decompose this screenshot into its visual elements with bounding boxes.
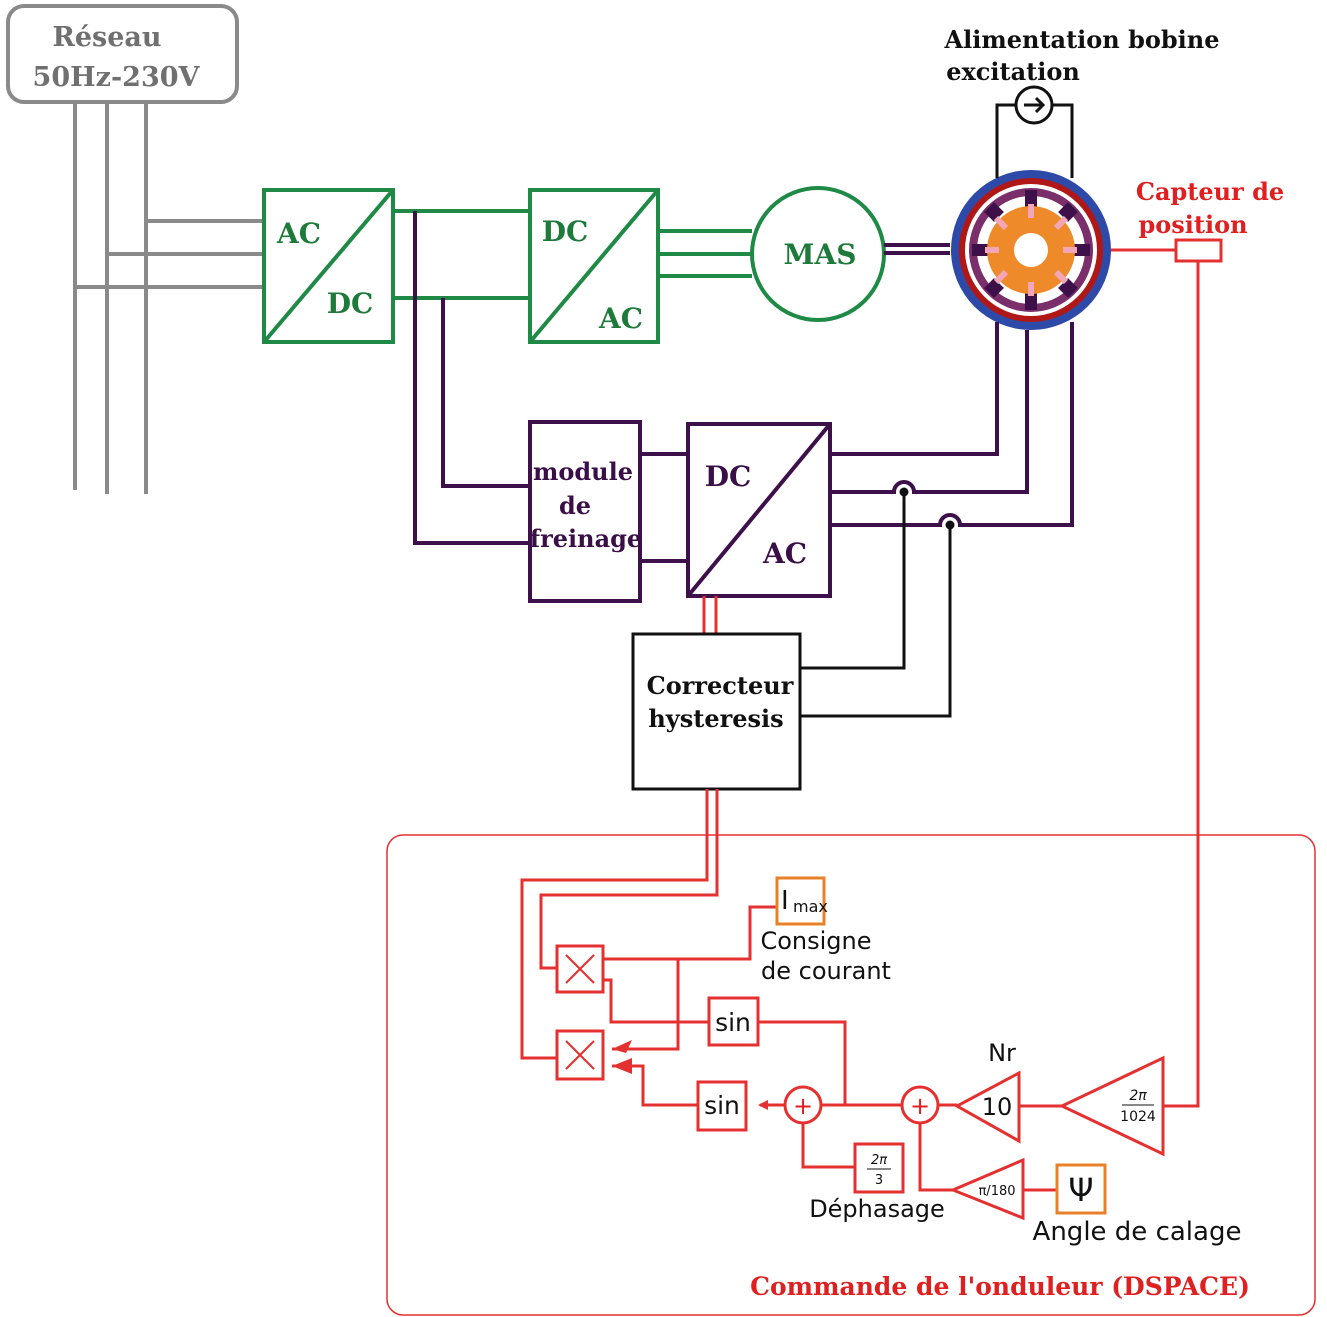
- phase-shift-numerator: 2π: [871, 1153, 887, 1168]
- psi-symbol: Ψ: [1068, 1171, 1093, 1209]
- deg-to-rad-value: π/180: [978, 1184, 1015, 1199]
- multiplier-upper: [555, 944, 605, 994]
- position-sensor-label-line1: Capteur de: [1136, 177, 1284, 206]
- sum-block-phase: +: [783, 1085, 823, 1125]
- imax-symbol: I: [781, 886, 789, 916]
- excitation-label-line2: excitation: [946, 57, 1080, 86]
- current-ref-label-line1: Consigne: [760, 927, 871, 955]
- nr-label: Nr: [988, 1039, 1016, 1067]
- phase-shift-denominator: 3: [875, 1173, 883, 1188]
- sin-label: sin: [715, 1008, 751, 1037]
- multiply-icon: [565, 954, 595, 984]
- sum-icon: +: [910, 1092, 930, 1120]
- hysteresis-label-line2: hysteresis: [648, 704, 783, 733]
- mas-motor: MAS: [750, 186, 886, 322]
- multiplier-input-arrows: [612, 1040, 632, 1074]
- mas-label: MAS: [784, 238, 857, 271]
- phase-shift-label: Déphasage: [809, 1195, 945, 1223]
- rotor-poles: [985, 204, 1077, 296]
- grid-label-line1: Réseau: [52, 22, 161, 53]
- deg-to-rad-gain: π/180: [949, 1157, 1025, 1221]
- sin-label: sin: [704, 1091, 740, 1120]
- rectifier-input-label: AC: [276, 217, 321, 250]
- encoder-gain-numerator: 2π: [1129, 1088, 1147, 1104]
- mas-supply-lines: [658, 229, 752, 278]
- inverter-machine-output-label: AC: [762, 537, 807, 570]
- grid-source: Réseau 50Hz-230V: [6, 4, 262, 494]
- sin-block-lower: sin: [696, 1080, 748, 1132]
- encoder-gain-denominator: 1024: [1120, 1109, 1156, 1125]
- inverter-mas-output-label: AC: [598, 302, 643, 335]
- braking-module: module de freinage: [528, 420, 642, 603]
- grid-phase-lines: [73, 102, 262, 494]
- inverter-mas-block: DC AC: [528, 188, 660, 344]
- rectifier-output-label: DC: [327, 287, 374, 320]
- hysteresis-label-line1: Correcteur: [647, 671, 794, 700]
- braking-label-line1: module: [533, 457, 633, 486]
- dc-bus-purple: [413, 211, 688, 563]
- control-panel: Commande de l'onduleur (DSPACE): [386, 834, 1316, 1316]
- psi-constant: Ψ: [1055, 1163, 1107, 1215]
- position-sensor-label-line2: position: [1138, 210, 1247, 239]
- sum-block-angle: +: [900, 1085, 940, 1125]
- gate-signals: [702, 596, 718, 634]
- nr-gain-block: 10: [953, 1070, 1021, 1144]
- hysteresis-corrector: Correcteur hysteresis: [631, 632, 802, 791]
- inverter-machine-block: DC AC: [686, 422, 832, 598]
- multiply-icon: [565, 1040, 595, 1070]
- inverter-machine-input-label: DC: [705, 460, 752, 493]
- angle-label: Angle de calage: [1033, 1217, 1242, 1247]
- phase-shift-constant: 2π 3: [853, 1142, 905, 1194]
- control-title: Commande de l'onduleur (DSPACE): [750, 1272, 1250, 1301]
- current-sense-lines: [800, 487, 955, 718]
- mas-shaft: [884, 243, 950, 255]
- machine-phase-lines: [830, 322, 1074, 527]
- control-wiring: [520, 789, 1062, 1192]
- grid-box: [6, 4, 239, 104]
- excitation-supply: Alimentation bobine excitation: [943, 25, 1220, 178]
- encoder-icon: [1174, 238, 1223, 263]
- sum-icon: +: [793, 1092, 813, 1120]
- braking-label-line3: freinage: [530, 524, 642, 553]
- excitation-label-line1: Alimentation bobine: [943, 25, 1219, 54]
- rectifier-block: AC DC: [262, 188, 395, 344]
- imax-subscript: max: [793, 897, 828, 916]
- control-frame: [386, 834, 1316, 1316]
- inverter-mas-input-label: DC: [542, 215, 589, 248]
- position-sensor: Capteur de position: [1111, 177, 1284, 1108]
- encoder-gain-block: 2π 1024: [1058, 1055, 1165, 1157]
- sin-block-upper: sin: [707, 996, 760, 1047]
- synchronous-machine: [951, 170, 1111, 330]
- grid-label-line2: 50Hz-230V: [33, 62, 201, 93]
- multiplier-lower: [555, 1029, 605, 1081]
- imax-constant: I max: [775, 876, 828, 926]
- current-ref-label-line2: de courant: [761, 957, 891, 985]
- braking-label-line2: de: [559, 491, 591, 520]
- nr-gain-value: 10: [982, 1093, 1013, 1121]
